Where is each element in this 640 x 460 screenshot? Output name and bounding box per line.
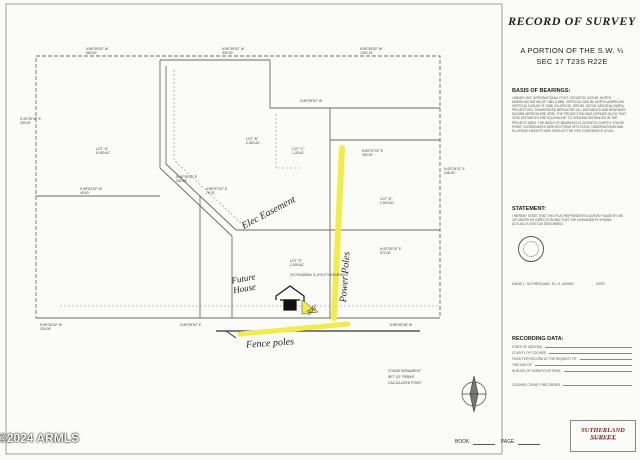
dashed-easement-lines [60, 70, 440, 307]
parcel-label: LOT "A" [96, 147, 109, 151]
recorder-row: COCHISE COUNTY RECORDER [512, 382, 632, 388]
parcel-area: 2.500 AC [380, 201, 395, 205]
plat-distance: 370.00' [380, 251, 391, 255]
plat-distance: 330.48' [176, 179, 187, 183]
statement-text: I HEREBY STATE THAT THIS PLAT REPRESENTS… [512, 214, 623, 227]
plat-distance: 1320.13' [360, 51, 373, 55]
plat-distance: 45.00' [80, 191, 89, 195]
plat-bearing: N 89°57'02" E [362, 149, 384, 153]
parcel-area: 2.500 AC [290, 263, 305, 267]
arrow-left-tick [225, 330, 237, 339]
recording-block: STATE OF ARIZONA COUNTY OF COCHISE FILED… [512, 344, 632, 388]
plat-bearing: N 89°59'52" W [300, 99, 323, 103]
recording-row: STATE OF ARIZONA [512, 344, 632, 350]
legend-item: CALCULATED POINT [388, 381, 421, 385]
plat-bearing: S 89°52'52" W [80, 187, 103, 191]
parcel-area: 2.500 AC [246, 141, 261, 145]
easement-note: 20' ROADWAY & UTILITY EASEMENT [290, 273, 349, 277]
plat-bearing: N 89°55'38" W [390, 323, 413, 327]
power-pole-highlight [331, 145, 345, 321]
plat-bearing: N 89°52'52" W [40, 323, 63, 327]
plat-bearing: N 89°59'52" W [86, 47, 109, 51]
recording-heading: RECORDING DATA: [512, 336, 564, 342]
plat-drawing: N 89°59'52" W 660.00' N 89°59'52" W 330.… [5, 3, 503, 455]
plat-bearing: N 00°04'11" E [444, 167, 466, 171]
survey-subtitle-line1: A PORTION OF THE S.W. ¼ [520, 46, 624, 55]
plat-distance: 165.00' [444, 171, 455, 175]
book-label: BOOK [455, 439, 470, 445]
plat-distance: 200.00' [40, 327, 51, 331]
legend-item: SET 1/2" REBAR [388, 375, 415, 379]
title-block: RECORD OF SURVEY A PORTION OF THE S.W. ¼… [504, 0, 640, 460]
boundary-lines [35, 55, 441, 319]
survey-title: RECORD OF SURVEY [508, 14, 636, 28]
plat-labels: N 89°59'52" W 660.00' N 89°59'52" W 330.… [20, 47, 466, 385]
page-label: PAGE [500, 439, 515, 445]
basis-heading: BASIS OF BEARINGS: [512, 88, 571, 94]
listing-watermark: ©2024 ARMLS [0, 431, 80, 445]
plat-bearing: N 89°59'52" W [222, 47, 245, 51]
plat-distance: 330.00' [362, 153, 373, 157]
surveyor-line: DAVID L. SUTHERLAND, R.L.S. #00000 [512, 282, 574, 286]
recording-row: COUNTY OF COCHISE [512, 350, 632, 356]
book-page-field: BOOK PAGE [455, 439, 544, 445]
setback-marker [301, 299, 319, 315]
parcel-area: 1.25 AC [292, 151, 305, 155]
parcel-label: LOT "E" [290, 259, 303, 263]
basis-text: LINEAR UNIT: INTERNATIONAL FOOT. GEODETI… [512, 96, 627, 133]
statement-heading: STATEMENT: [512, 206, 547, 212]
legend-item: FOUND MONUMENT [388, 369, 421, 373]
company-logo: SUTHERLAND SURVEY LAND SURVEYING [570, 420, 636, 452]
plat-bearing: N 89°57'02" E [206, 187, 228, 191]
plat-distance: 330.00' [20, 121, 31, 125]
plat-bearing: N 00°00'18" E [380, 247, 402, 251]
parcel-area: 5.000 AC [96, 151, 111, 155]
logo-subtext: LAND SURVEYING [589, 437, 617, 441]
survey-subtitle-line2: SEC 17 T23S R22E [536, 57, 608, 66]
plat-bearing: N 89°59'52" W [360, 47, 383, 51]
north-arrow [461, 375, 487, 413]
plat-distance: 75.01' [206, 191, 215, 195]
plat-distance: 330.00' [222, 51, 233, 55]
fence-highlight [237, 321, 351, 337]
plat-bearing: S 00°00'00" E [20, 117, 42, 121]
logo-text: SUTHERLAND SURVEY [581, 427, 625, 441]
surveyor-seal [518, 236, 544, 262]
date-label: DATE [596, 282, 605, 286]
parcel-label: LOT "C" [292, 147, 305, 151]
plat-bearing: N 45°00'00" E [176, 175, 198, 179]
parcel-label: LOT "D" [380, 197, 393, 201]
recording-row: FILED FOR RECORD AT THE REQUEST OF [512, 356, 632, 362]
sheet-border [5, 3, 503, 455]
plat-distance: 660.00' [86, 51, 97, 55]
house-sketch [275, 285, 305, 311]
recording-row: IN BOOK OF SURVEYS AT PAGE [512, 368, 632, 374]
plat-bearing: N 89°59'52" E [180, 323, 202, 327]
recording-row: THIS DAY OF [512, 362, 632, 368]
parcel-label: LOT "B" [246, 137, 259, 141]
